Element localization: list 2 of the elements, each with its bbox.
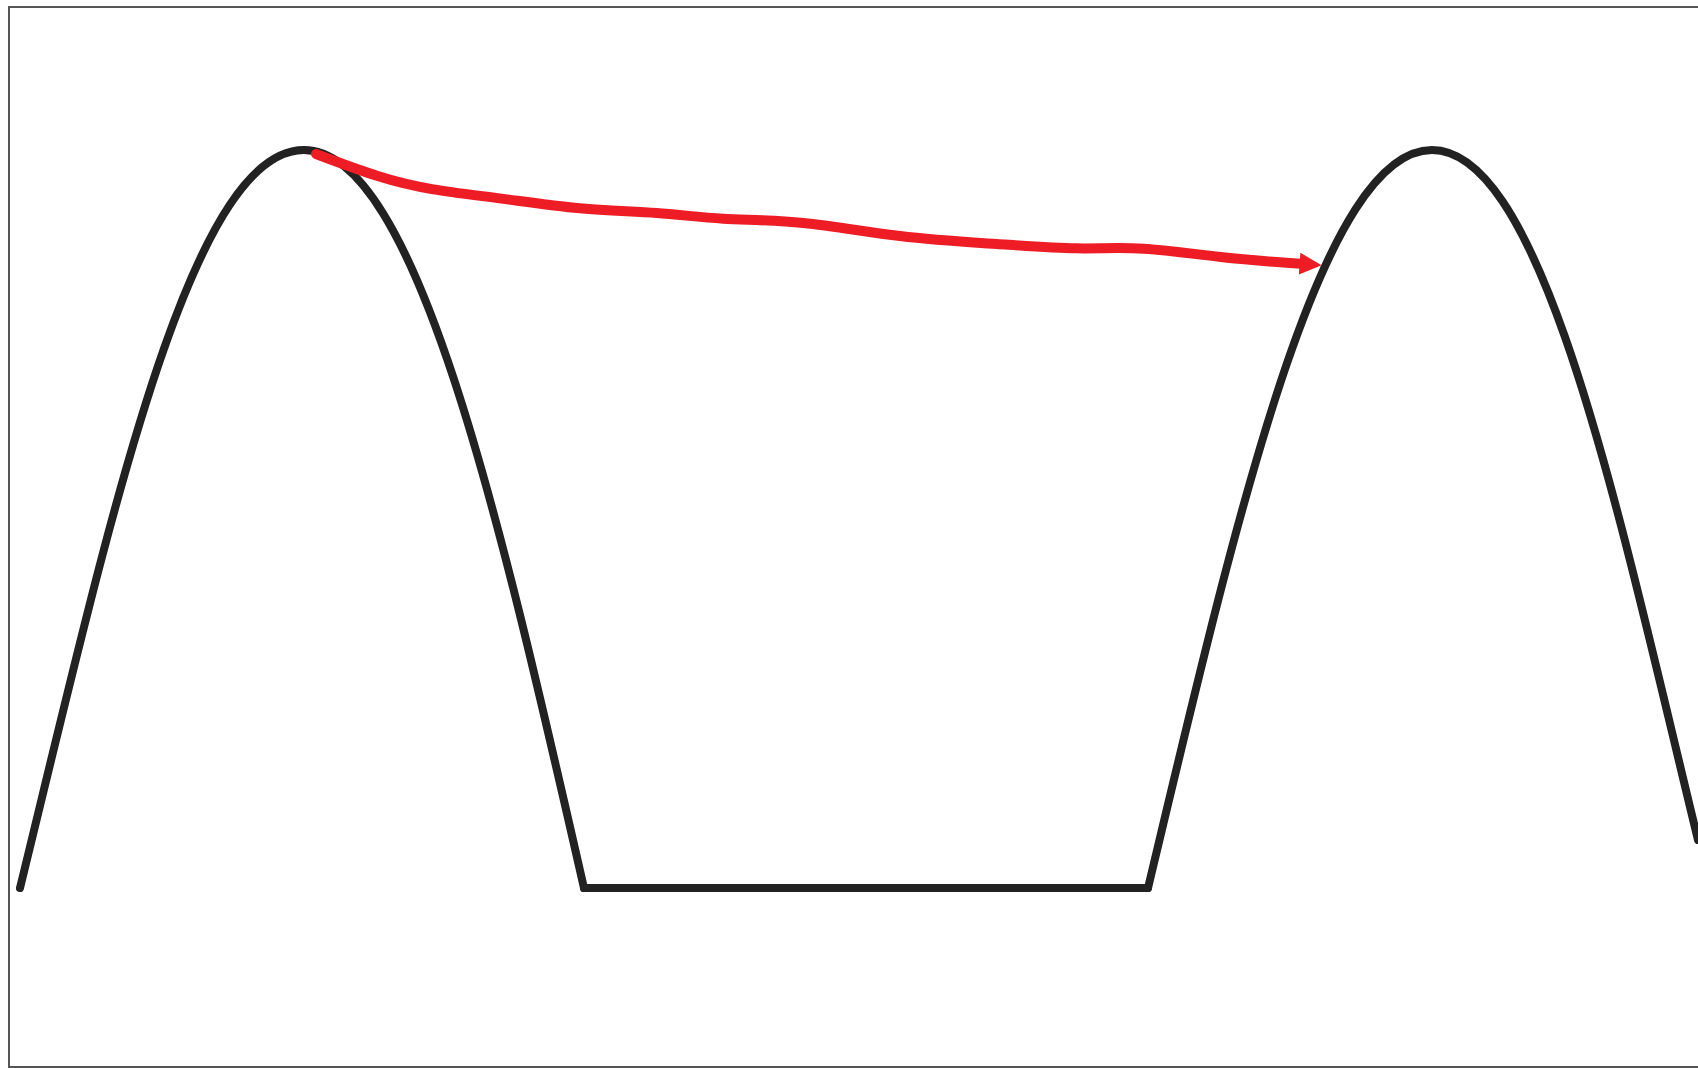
arrow: [311, 149, 1322, 275]
trough-line: [580, 884, 1152, 892]
